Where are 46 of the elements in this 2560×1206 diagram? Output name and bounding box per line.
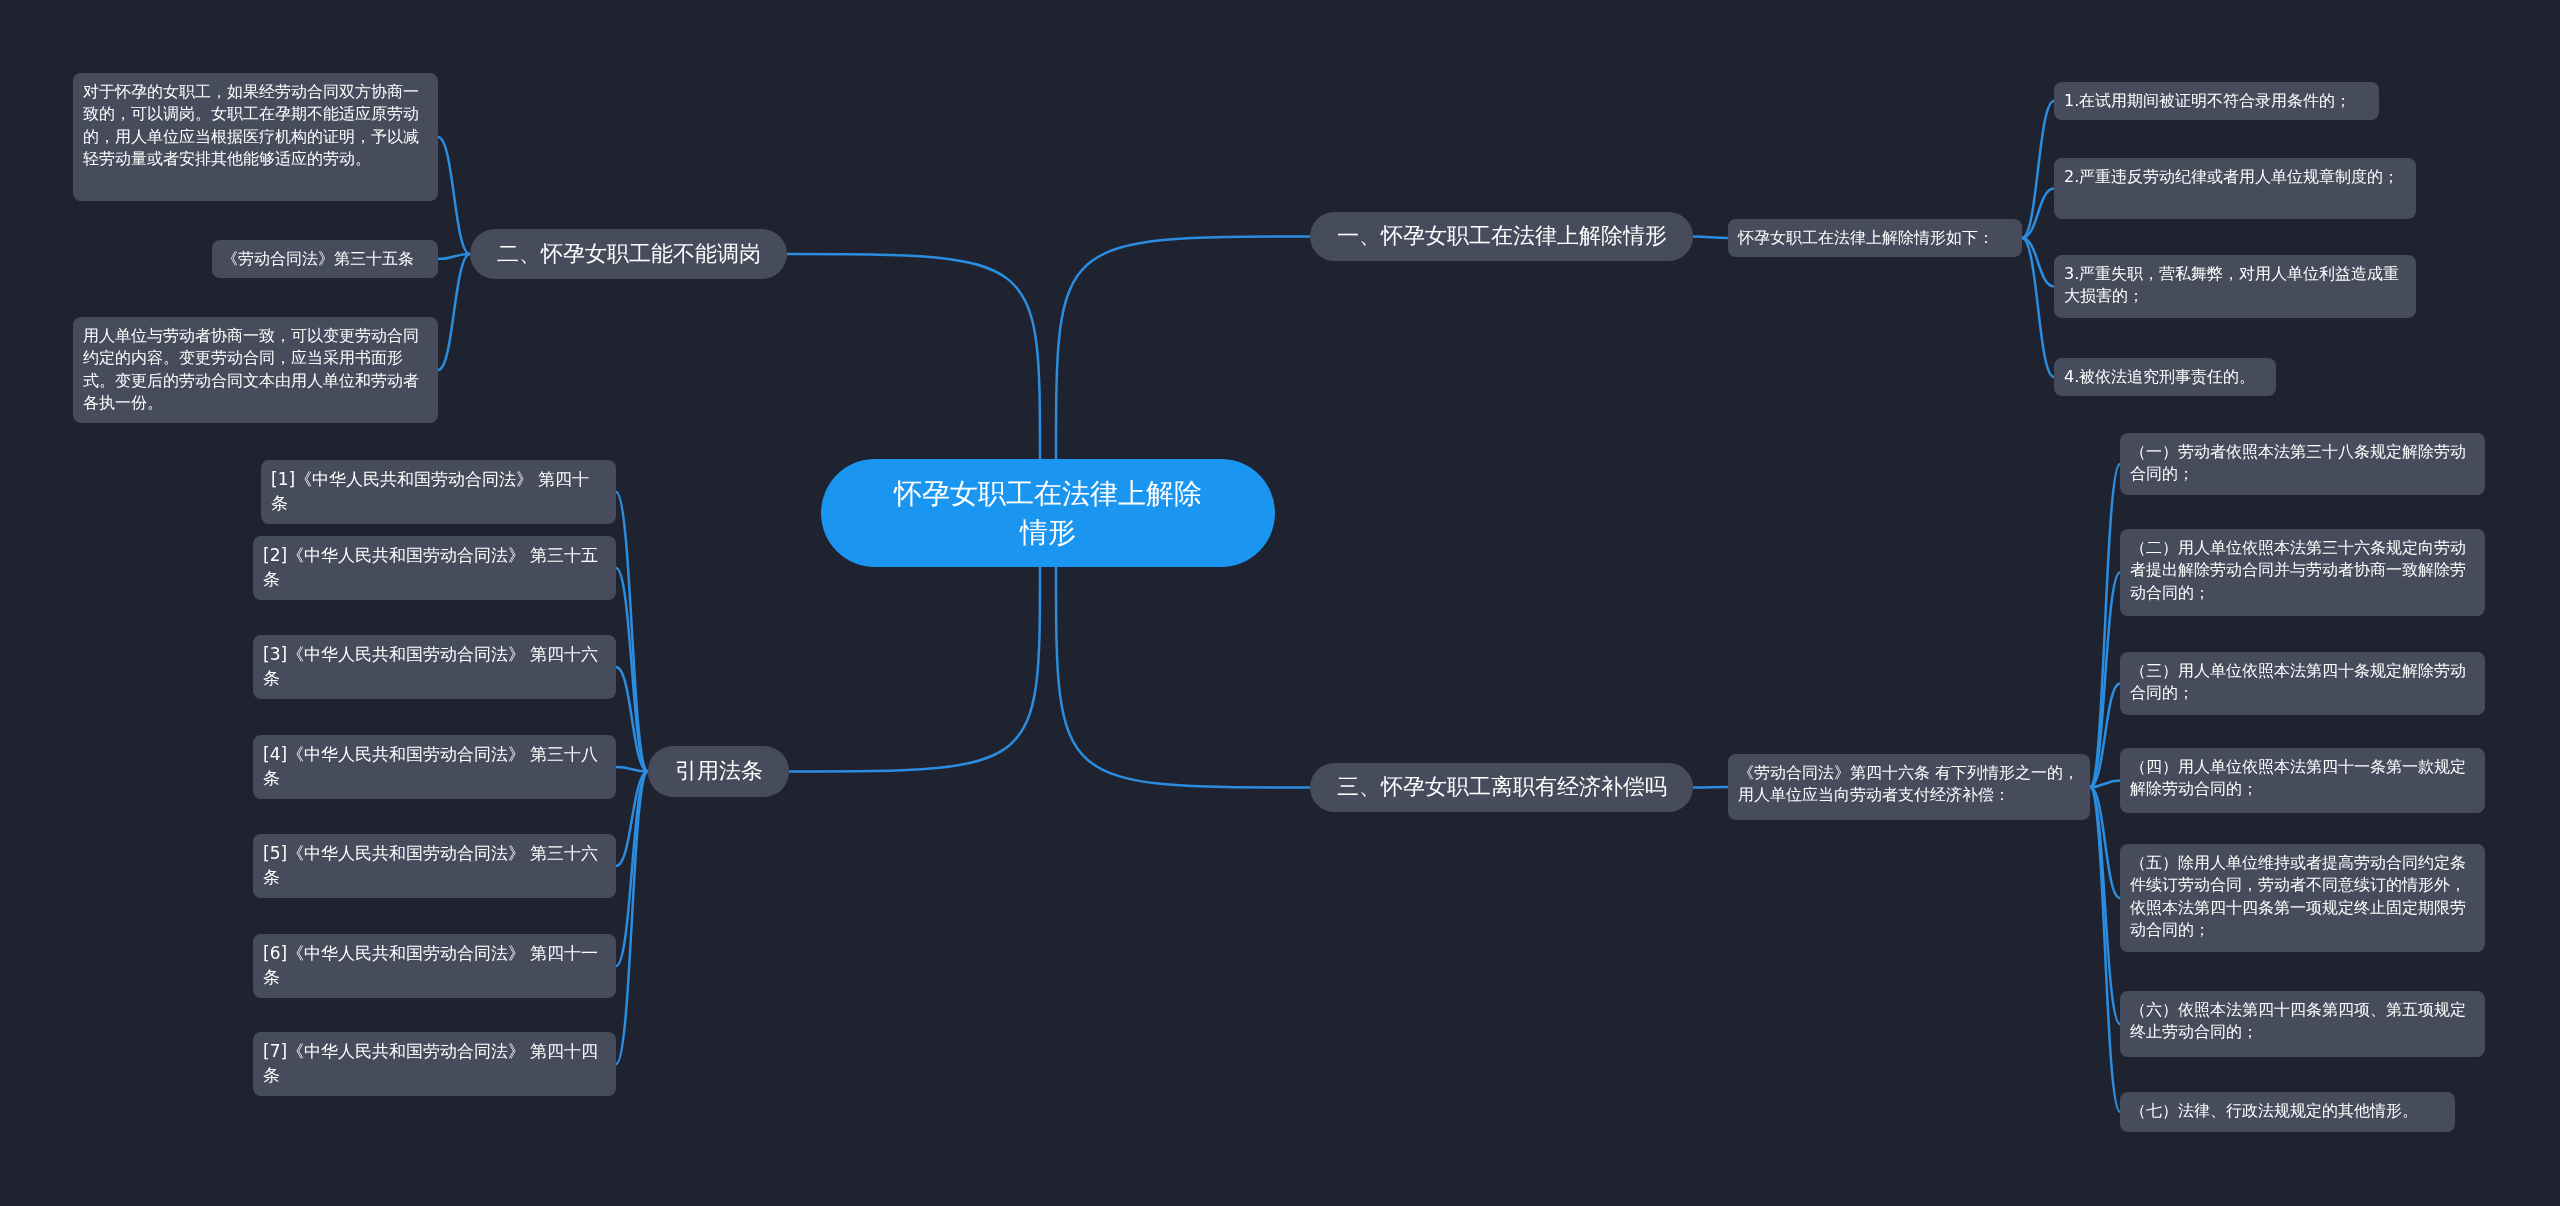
text-card: （五）除用人单位维持或者提高劳动合同约定条件续订劳动合同，劳动者不同意续订的情形外，依照本法第四十四条第一项规定终止固定期限劳动合同的； <box>2120 844 2485 952</box>
topic-node: 三、怀孕女职工离职有经济补偿吗 <box>1310 763 1693 812</box>
text-card: 4.被依法追究刑事责任的。 <box>2054 358 2276 397</box>
connector-line <box>2021 100 2055 239</box>
connector-line <box>1054 567 1310 789</box>
connector-line <box>2088 463 2122 788</box>
text-card: （四）用人单位依照本法第四十一条第一款规定解除劳动合同的； <box>2120 748 2485 813</box>
connector-line <box>2088 786 2122 1113</box>
connector-line <box>789 567 1042 773</box>
text-card: 用人单位与劳动者协商一致，可以变更劳动合同约定的内容。变更劳动合同，应当采用书面形式。变更后的劳动合同文本由用人单位和劳动者各执一份。 <box>73 317 438 423</box>
connector-line <box>1054 235 1310 459</box>
reference-card: [7]《中华人民共和国劳动合同法》 第四十四条 <box>253 1032 616 1096</box>
connector-line <box>787 252 1042 459</box>
connector-line <box>2089 786 2121 1025</box>
text-card: 1.在试用期间被证明不符合录用条件的； <box>2054 82 2379 121</box>
reference-card: [5]《中华人民共和国劳动合同法》 第三十六条 <box>253 834 616 898</box>
connector-line <box>2089 571 2121 788</box>
text-card: 对于怀孕的女职工，如果经劳动合同双方协商一致的，可以调岗。女职工在孕期不能适应原劳动的，用人单位应当根据医疗机构的证明，予以减轻劳动量或者安排其他能够适应的劳动。 <box>73 73 438 201</box>
reference-card: [2]《中华人民共和国劳动合同法》 第三十五条 <box>253 536 616 600</box>
text-card: 3.严重失职，营私舞弊，对用人单位利益造成重大损害的； <box>2054 255 2416 318</box>
central-topic: 怀孕女职工在法律上解除情形 <box>821 459 1275 567</box>
connector-line <box>1693 785 1728 789</box>
text-card: （二）用人单位依照本法第三十六条规定向劳动者提出解除劳动合同并与劳动者协商一致解除劳动合同的； <box>2120 529 2485 616</box>
reference-card: [1]《中华人民共和国劳动合同法》 第四十条 <box>261 460 616 524</box>
reference-card: [6]《中华人民共和国劳动合同法》 第四十一条 <box>253 934 616 998</box>
text-card: 怀孕女职工在法律上解除情形如下： <box>1728 219 2022 258</box>
connector-line <box>614 770 650 1065</box>
connector-line <box>437 252 471 372</box>
topic-node: 二、怀孕女职工能不能调岗 <box>470 229 787 279</box>
text-card: 2.严重违反劳动纪律或者用人单位规章制度的； <box>2054 158 2416 219</box>
topic-node: 一、怀孕女职工在法律上解除情形 <box>1310 212 1693 261</box>
text-card: （三）用人单位依照本法第四十条规定解除劳动合同的； <box>2120 652 2485 715</box>
text-card: （六）依照本法第四十四条第四项、第五项规定终止劳动合同的； <box>2120 991 2485 1057</box>
text-card: （一）劳动者依照本法第三十八条规定解除劳动合同的； <box>2120 433 2485 495</box>
text-card: （七）法律、行政法规规定的其他情形。 <box>2120 1092 2455 1132</box>
connector-line <box>437 135 471 256</box>
topic-node: 引用法条 <box>648 746 789 797</box>
connector-line <box>2021 236 2055 288</box>
reference-card: [3]《中华人民共和国劳动合同法》 第四十六条 <box>253 635 616 699</box>
connector-line <box>615 567 649 773</box>
connector-line <box>1693 235 1728 240</box>
text-card: 《劳动合同法》第三十五条 <box>212 240 438 279</box>
reference-card: [4]《中华人民共和国劳动合同法》 第三十八条 <box>253 735 616 799</box>
connector-line <box>437 252 471 261</box>
connector-line <box>2021 237 2055 378</box>
text-card: 《劳动合同法》第四十六条 有下列情形之一的，用人单位应当向劳动者支付经济补偿： <box>1728 754 2090 820</box>
